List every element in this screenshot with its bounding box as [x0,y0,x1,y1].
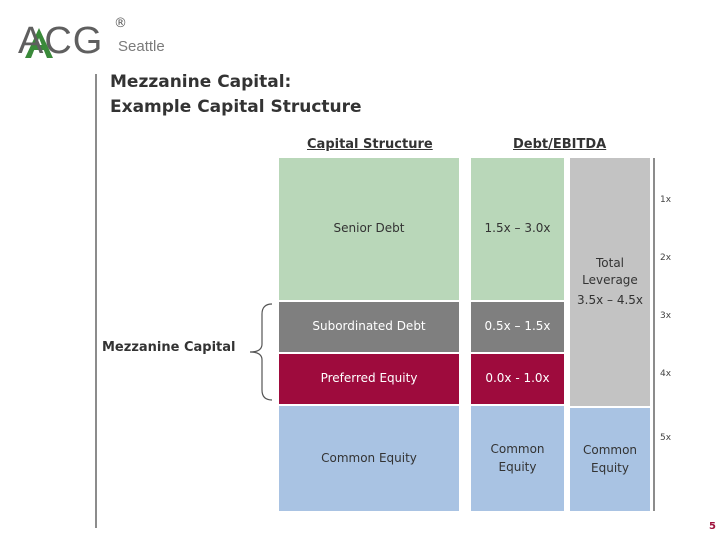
logo-text: ACG [18,20,104,62]
senior-debt-block: Senior Debt [279,158,459,300]
senior-debt-label: Senior Debt [333,221,405,236]
subordinated-debt-ratio-block: 0.5x – 1.5x [471,302,564,352]
common-equity-block: Common Equity [279,406,459,511]
scale-tick-2x: 2x [660,253,672,263]
total-common-equity-block: Common Equity [570,408,650,511]
scale-tick-4x: 4x [660,369,672,379]
separator [279,404,459,406]
preferred-equity-ratio: 0.0x - 1.0x [485,371,550,386]
total-leverage-label: Total Leverage [582,255,638,288]
separator [279,300,459,302]
separator [279,352,459,354]
total-leverage-block: Total Leverage 3.5x – 4.5x [570,158,650,406]
acg-logo: ACG [18,14,172,60]
mezzanine-capital-label: Mezzanine Capital [102,340,236,355]
title-line-1: Mezzanine Capital: [110,72,292,92]
mezzanine-bracket-icon [249,303,273,401]
separator [471,300,564,302]
total-leverage-range: 3.5x – 4.5x [577,292,643,307]
separator [570,406,650,408]
preferred-equity-block: Preferred Equity [279,354,459,404]
subordinated-debt-label: Subordinated Debt [312,319,426,334]
header-capital-structure: Capital Structure [307,137,433,152]
scale-tick-3x: 3x [660,311,672,321]
page-number: 5 [709,521,716,532]
senior-debt-ratio-block: 1.5x – 3.0x [471,158,564,300]
separator [471,404,564,406]
scale-axis-line [653,158,655,511]
title-line-2: Example Capital Structure [110,97,362,117]
scale-tick-5x: 5x [660,433,672,443]
common-equity-label: Common Equity [321,450,417,465]
logo-city: Seattle [118,38,165,55]
separator [471,352,564,354]
subordinated-debt-block: Subordinated Debt [279,302,459,352]
common-equity-ratio: Common Equity [490,442,545,474]
logo-a-mark-icon [25,28,53,58]
left-rule [95,74,97,528]
scale-tick-1x: 1x [660,195,672,205]
preferred-equity-ratio-block: 0.0x - 1.0x [471,354,564,404]
common-equity-ratio-block: Common Equity [471,406,564,511]
header-debt-ebitda: Debt/EBITDA [513,137,607,152]
total-common-equity-label: Common Equity [582,443,638,475]
preferred-equity-label: Preferred Equity [320,371,418,386]
senior-debt-ratio: 1.5x – 3.0x [484,221,551,236]
subordinated-debt-ratio: 0.5x – 1.5x [484,319,551,334]
logo-registered-mark: ® [114,16,127,31]
